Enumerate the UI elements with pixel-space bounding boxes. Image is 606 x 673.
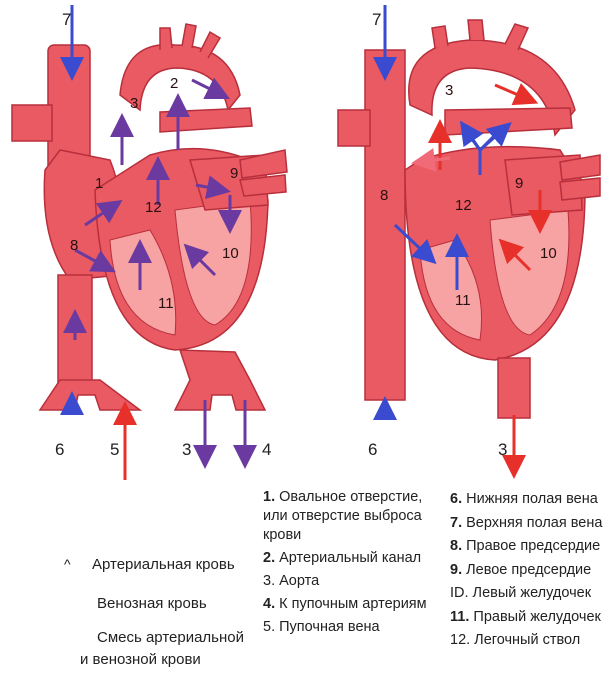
left-vessel-stubs-r [338, 110, 370, 146]
fetal-circulation-diagram: 7 3 2 1 12 9 8 10 11 6 5 3 4 [0, 0, 606, 485]
descending-aorta [175, 350, 265, 410]
superior-vena-cava-r [365, 50, 405, 400]
label-10: 10 [222, 245, 239, 262]
key-arterial: Артериальная кровь [92, 555, 235, 575]
label-11-r: 11 [455, 292, 471, 309]
label-3: 3 [130, 95, 138, 112]
descending-aorta-r [498, 358, 530, 418]
label-5: 5 [110, 440, 119, 459]
legend-item: или отверстие выброса [263, 507, 448, 526]
legend-item: ID. Левый желудочек [450, 582, 604, 606]
legend-column-1: 1. Овальное отверстие, или отверстие выб… [263, 488, 448, 637]
label-3-bottom-r: 3 [498, 440, 507, 459]
ivc-branches [40, 380, 140, 410]
label-8: 8 [70, 237, 78, 254]
label-4: 4 [262, 440, 271, 459]
legend-item: 5. Пупочная вена [263, 618, 448, 637]
left-heart: 7 3 2 1 12 9 8 10 11 6 5 3 4 [12, 5, 287, 480]
legend-item: 9. Левое предсердие [450, 559, 604, 583]
arrow-arch-r [495, 85, 530, 100]
label-2: 2 [170, 75, 178, 92]
label-12: 12 [145, 199, 162, 216]
label-7-r: 7 [372, 10, 381, 29]
left-vessel-stubs [12, 105, 52, 141]
legend-item: крови [263, 526, 448, 545]
legend-item: 6. Нижняя полая вена [450, 488, 604, 512]
legend-item: 3. Аорта [263, 572, 448, 591]
key-mixed-2: и венозной крови [80, 650, 201, 670]
label-7: 7 [62, 10, 71, 29]
label-6-r: 6 [368, 440, 377, 459]
label-9: 9 [230, 165, 238, 182]
label-12-r: 12 [455, 197, 472, 214]
label-6: 6 [55, 440, 64, 459]
legend-item: 11. Правый желудочек [450, 606, 604, 630]
key-mixed-1: Смесь артериальной [97, 628, 244, 648]
legend-item: 4. К пупочным артериям [263, 595, 448, 614]
label-8-r: 8 [380, 187, 388, 204]
right-heart: 7 3 8 12 9 10 11 6 3 [338, 5, 600, 482]
right-vessel-stubs-r [560, 155, 600, 200]
legend-item: 1. Овальное отверстие, [263, 488, 448, 507]
key-caret: ^ [64, 556, 71, 572]
legend-item: 12. Легочный ствол [450, 629, 604, 653]
legend-item: 8. Правое предсердие [450, 535, 604, 559]
label-1: 1 [95, 175, 103, 192]
legend-column-2: 6. Нижняя полая вена 7. Верхняя полая ве… [450, 488, 604, 653]
legend-item: 2. Артериальный канал [263, 549, 448, 568]
label-3-r: 3 [445, 82, 453, 99]
key-venous: Венозная кровь [97, 594, 207, 614]
legend-item: 7. Верхняя полая вена [450, 512, 604, 536]
label-9-r: 9 [515, 175, 523, 192]
label-10-r: 10 [540, 245, 557, 262]
pulmonary-branch-right [160, 108, 252, 132]
label-3-bottom: 3 [182, 440, 191, 459]
label-11: 11 [158, 295, 174, 312]
